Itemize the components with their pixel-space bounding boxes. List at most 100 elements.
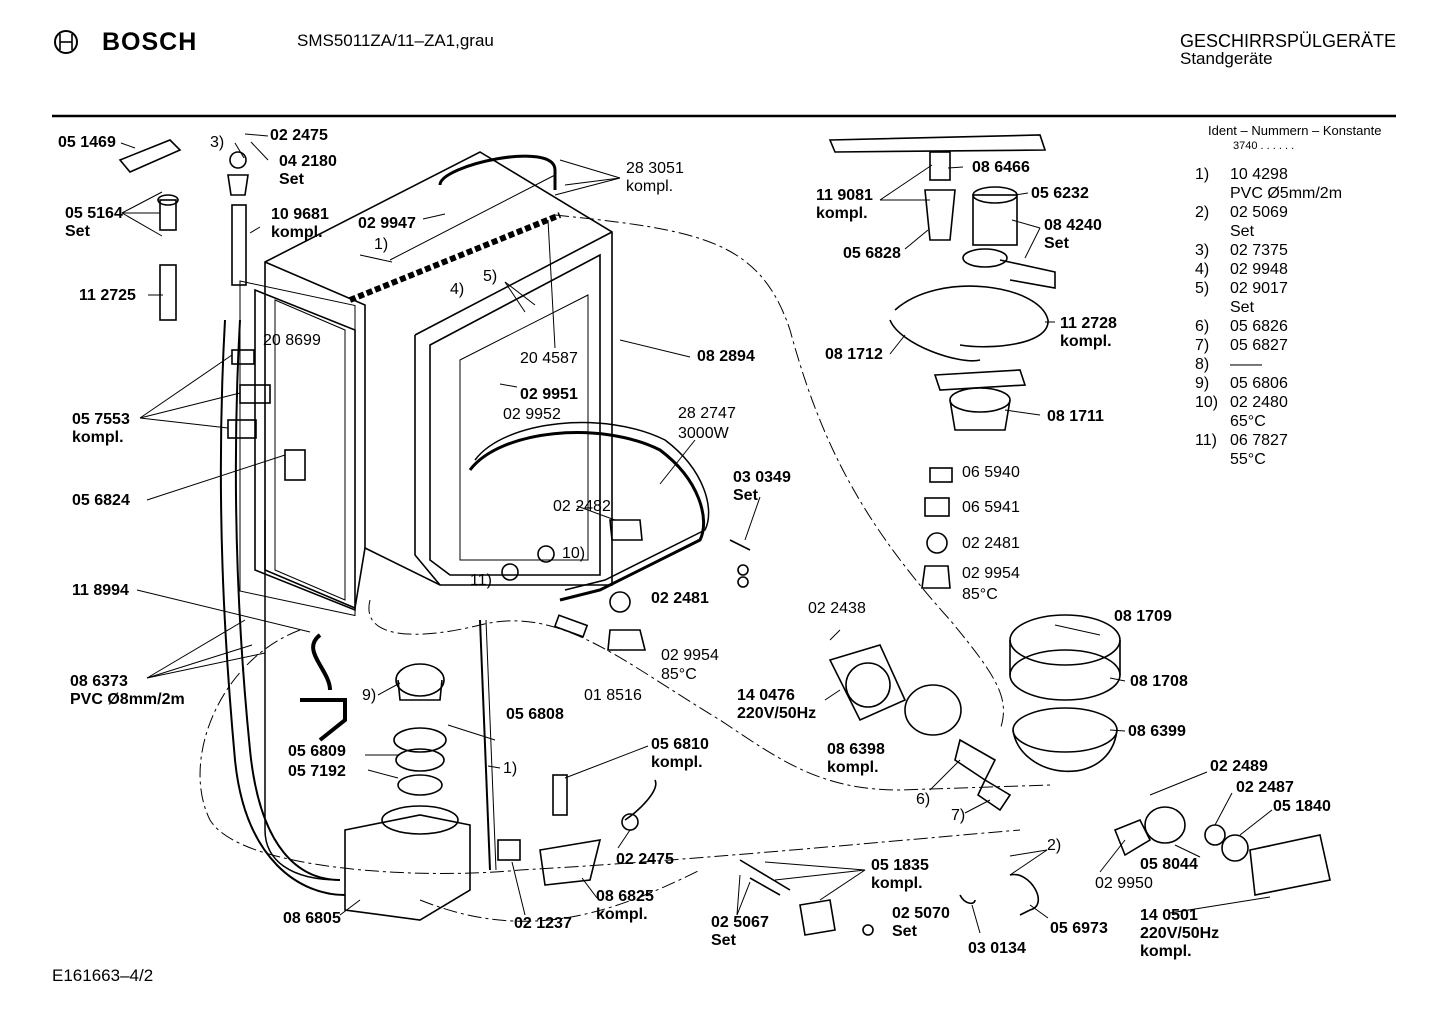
part-label: kompl. bbox=[827, 759, 879, 776]
legend-index: 4) bbox=[1195, 261, 1210, 278]
part-label: 02 2487 bbox=[1236, 779, 1294, 796]
part-label: Set bbox=[892, 923, 917, 940]
ref-label: 3) bbox=[210, 134, 225, 151]
part-label: 85°C bbox=[962, 586, 998, 603]
part-label: 04 2180 bbox=[279, 153, 337, 170]
part-label: 02 5067 bbox=[711, 914, 769, 931]
legend-value: 02 7375 bbox=[1230, 242, 1288, 259]
part-label: 02 9952 bbox=[503, 406, 561, 423]
category-subtitle: Standgeräte bbox=[1180, 49, 1273, 68]
middle-small-parts bbox=[501, 467, 953, 651]
part-label: 05 6810 bbox=[651, 736, 709, 753]
tub-body bbox=[239, 151, 710, 617]
legend-value: 05 6806 bbox=[1230, 375, 1288, 392]
part-label: 11 2725 bbox=[79, 287, 136, 304]
legend-index: 1) bbox=[1195, 166, 1210, 183]
ref-label: 10) bbox=[562, 545, 586, 562]
ref-label: 7) bbox=[951, 807, 966, 824]
leader-lines bbox=[120, 133, 1273, 934]
part-label: PVC Ø8mm/2m bbox=[70, 691, 185, 708]
part-label: 05 6824 bbox=[72, 492, 130, 509]
part-label: kompl. bbox=[816, 205, 868, 222]
sump-assembly bbox=[344, 663, 471, 921]
part-label: Set bbox=[733, 487, 758, 504]
ref-label: 9) bbox=[362, 687, 377, 704]
upper-spray-arm bbox=[828, 134, 1056, 431]
part-label: 05 7192 bbox=[288, 763, 346, 780]
part-label: 02 2489 bbox=[1210, 758, 1268, 775]
ref-label: 6) bbox=[916, 791, 931, 808]
part-label: 03 0349 bbox=[733, 469, 791, 486]
part-label: 02 5070 bbox=[892, 905, 950, 922]
part-label: 85°C bbox=[661, 666, 697, 683]
part-label: 05 6808 bbox=[506, 706, 564, 723]
part-label: 02 9951 bbox=[520, 386, 578, 403]
part-label: 02 2438 bbox=[808, 600, 866, 617]
part-label: 01 8516 bbox=[584, 687, 642, 704]
part-label: Set bbox=[65, 223, 90, 240]
part-label: 05 6809 bbox=[288, 743, 346, 760]
part-label: kompl. bbox=[626, 178, 674, 195]
ref-label: 11) bbox=[470, 572, 492, 589]
ref-label: 4) bbox=[450, 281, 465, 298]
part-label: 08 6373 bbox=[70, 673, 128, 690]
part-label: 05 8044 bbox=[1140, 856, 1198, 873]
part-label: 02 2475 bbox=[616, 851, 674, 868]
part-label: 02 2475 bbox=[270, 127, 328, 144]
part-label: kompl. bbox=[651, 754, 703, 771]
part-label: 08 4240 bbox=[1044, 217, 1102, 234]
part-label: 11 8994 bbox=[72, 582, 129, 599]
legend-note: PVC Ø5mm/2m bbox=[1230, 185, 1343, 202]
legend-index: 9) bbox=[1195, 375, 1210, 392]
part-label: 08 6825 bbox=[596, 888, 654, 905]
part-label: 02 1237 bbox=[514, 915, 572, 932]
part-label: 220V/50Hz bbox=[737, 705, 817, 722]
part-label: 220V/50Hz bbox=[1140, 925, 1220, 942]
part-label: 08 1709 bbox=[1114, 608, 1172, 625]
part-label: 02 9947 bbox=[358, 215, 416, 232]
legend-index: 10) bbox=[1195, 394, 1219, 411]
part-label: 02 9950 bbox=[1095, 875, 1153, 892]
ref-label: 5) bbox=[483, 268, 498, 285]
part-label: 06 5941 bbox=[962, 499, 1020, 516]
part-label: 08 6398 bbox=[827, 741, 885, 758]
part-label: 08 6805 bbox=[283, 910, 341, 927]
part-label: 14 0476 bbox=[737, 687, 795, 704]
legend-value: 02 5069 bbox=[1230, 204, 1288, 221]
legend-note: 65°C bbox=[1230, 413, 1266, 430]
part-label: 08 6466 bbox=[972, 159, 1030, 176]
part-label: 11 2728 bbox=[1060, 315, 1117, 332]
legend-index: 11) bbox=[1195, 432, 1217, 449]
part-label: Set bbox=[279, 171, 304, 188]
part-label: 08 2894 bbox=[697, 348, 755, 365]
part-label: 05 6973 bbox=[1050, 920, 1108, 937]
part-label: 02 2481 bbox=[962, 535, 1020, 552]
part-label: 10 9681 bbox=[271, 206, 329, 223]
legend-index: 5) bbox=[1195, 280, 1210, 297]
legend-constant: 3740 . . . . . . bbox=[1233, 140, 1295, 152]
category-title: GESCHIRRSPÜLGERÄTE bbox=[1180, 31, 1397, 51]
legend-index: 3) bbox=[1195, 242, 1210, 259]
part-label: 14 0501 bbox=[1140, 907, 1198, 924]
legend-value: —— bbox=[1230, 356, 1262, 373]
legend-index: 2) bbox=[1195, 204, 1210, 221]
part-label: 08 1712 bbox=[825, 346, 883, 363]
model-number: SMS5011ZA/11–ZA1,grau bbox=[297, 31, 494, 50]
part-label: 11 9081 bbox=[816, 187, 873, 204]
legend-value: 02 9948 bbox=[1230, 261, 1288, 278]
brand-name: BOSCH bbox=[102, 28, 198, 56]
part-label: 02 2482 bbox=[553, 498, 611, 515]
part-label: Set bbox=[1044, 235, 1069, 252]
part-label: 08 1711 bbox=[1047, 408, 1104, 425]
legend-value: 02 9017 bbox=[1230, 280, 1288, 297]
legend-value: 06 7827 bbox=[1230, 432, 1288, 449]
legend-note: Set bbox=[1230, 223, 1255, 240]
part-label: 06 5940 bbox=[962, 464, 1020, 481]
part-label: 08 6399 bbox=[1128, 723, 1186, 740]
legend-value: 05 6827 bbox=[1230, 337, 1288, 354]
bottom-valve-parts bbox=[497, 774, 976, 936]
legend-value: 10 4298 bbox=[1230, 166, 1288, 183]
part-label: 20 4587 bbox=[520, 350, 578, 367]
legend-value: 05 6826 bbox=[1230, 318, 1288, 335]
